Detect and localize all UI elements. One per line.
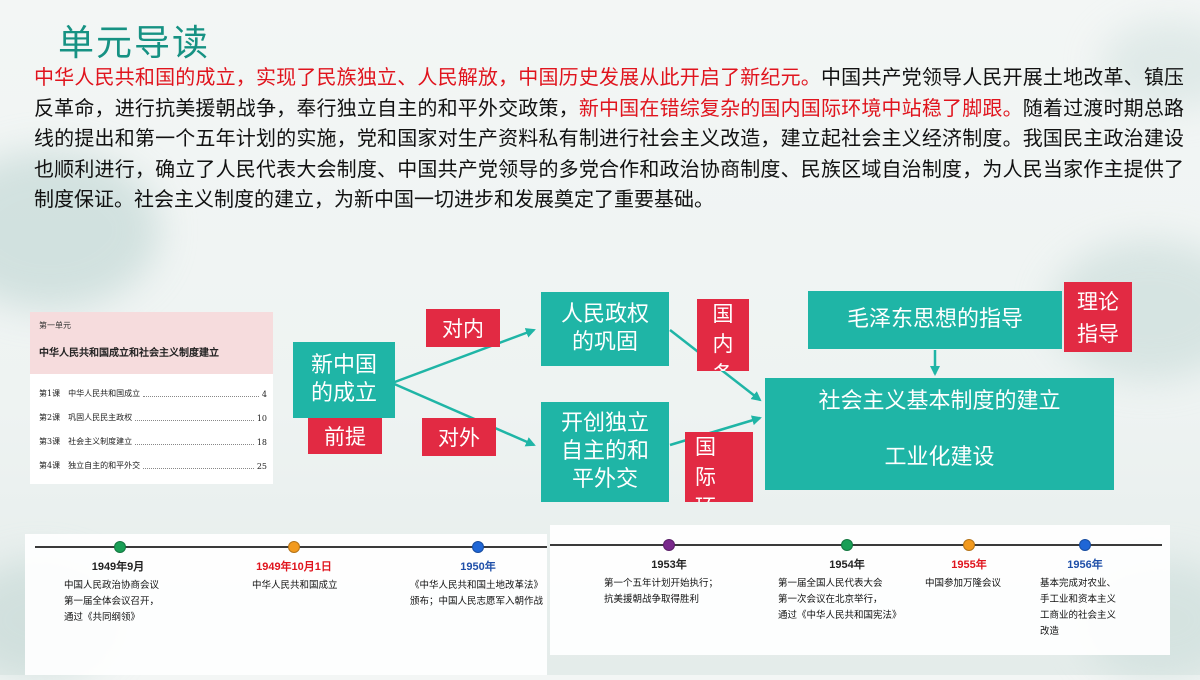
intro-segment: 随着过渡时期总路线的提出和第一个五年计划的实施，党和国家对生产资料私有制进行社会… xyxy=(34,95,1185,212)
timeline-year: 1956年 xyxy=(1067,559,1103,571)
timeline-dot xyxy=(963,539,975,551)
toc-leader-dots xyxy=(135,420,254,421)
toc-page-number: 25 xyxy=(256,462,267,471)
toc-lesson-number: 第2课 xyxy=(39,413,61,422)
timeline-description: 中国参加万隆会议 xyxy=(925,578,1002,589)
timeline-description: 第一届全国人民代表大会 第一次会议在北京举行， 通过《中华人民共和国宪法》 xyxy=(778,578,902,621)
timeline-year: 1950年 xyxy=(460,561,496,573)
table-of-contents: 第一单元 中华人民共和国成立和社会主义制度建立 第1课 中华人民共和国成立 4 … xyxy=(30,312,273,484)
intro-segment: 中华人民共和国的成立，实现了民族独立、人民解放，中国历史发展从此开启了新纪元。 xyxy=(34,65,821,89)
timeline-dot xyxy=(288,541,300,553)
toc-row[interactable]: 第1课 中华人民共和国成立 4 xyxy=(39,388,267,399)
socialist-system-box: 社会主义基本制度的建立 工业化建设 xyxy=(765,378,1114,490)
toc-leader-dots xyxy=(143,468,254,469)
industrialization-label: 工业化建设 xyxy=(884,445,995,470)
toc-lesson-name: 中华人民共和国成立 xyxy=(68,389,141,398)
international-environment-tag: 国 际 环 xyxy=(685,432,753,502)
mao-thought-box: 毛泽东思想的指导 xyxy=(808,291,1062,349)
timeline-year: 1949年9月 xyxy=(91,561,145,573)
toc-lesson-number: 第3课 xyxy=(39,437,61,446)
timeline-year: 1953年 xyxy=(651,559,687,571)
toc-header: 第一单元 中华人民共和国成立和社会主义制度建立 xyxy=(30,312,273,374)
timeline-description: 《中华人民共和国土地改革法》 颁布；中国人民志愿军入朝作战 xyxy=(410,580,544,607)
timeline-year: 1954年 xyxy=(829,559,865,571)
arrow-founding-to-regime xyxy=(391,328,536,385)
timeline-description: 第一个五年计划开始执行； 抗美援朝战争取得胜利 xyxy=(604,578,719,605)
timeline-panel-left xyxy=(25,534,547,675)
timeline-dot xyxy=(663,539,675,551)
timeline-dot xyxy=(114,541,126,553)
intro-segment: 中国共产党领导人民开展土地改革、镇压反革命，进行抗美援朝战争，奉行独立自主的和平… xyxy=(34,65,1185,120)
toc-row[interactable]: 第4课 独立自主的和平外交 25 xyxy=(39,460,267,471)
toc-unit-title: 中华人民共和国成立和社会主义制度建立 xyxy=(39,348,219,359)
toc-lesson-name: 社会主义制度建立 xyxy=(68,437,133,446)
toc-page-number: 18 xyxy=(256,438,267,447)
founding-box: 新中国 的成立 xyxy=(293,342,395,418)
intro-paragraph: 中华人民共和国的成立，实现了民族独立、人民解放，中国历史发展从此开启了新纪元。中… xyxy=(34,62,1184,215)
page-title: 单元导读 xyxy=(58,23,211,64)
intro-segment: 新中国在错综复杂的国内国际环境中站稳了脚跟。 xyxy=(578,95,1023,120)
timeline-description: 基本完成对农业、 手工业和资本主义 工商业的社会主义 改造 xyxy=(1040,578,1117,637)
peaceful-diplomacy-box: 开创独立 自主的和 平外交 xyxy=(541,402,669,502)
premise-tag: 前提 xyxy=(308,418,382,454)
toc-lesson-name: 巩固人民民主政权 xyxy=(68,413,133,422)
toc-leader-dots xyxy=(143,396,259,397)
toc-lesson-number: 第1课 xyxy=(39,389,61,398)
toc-unit-label: 第一单元 xyxy=(39,321,71,330)
timeline-description: 中国人民政治协商会议 第一届全体会议召开， 通过《共同纲领》 xyxy=(64,580,160,623)
toc-page-number: 4 xyxy=(261,390,267,399)
timeline-year: 1949年10月1日 xyxy=(256,561,332,573)
toc-page-number: 10 xyxy=(256,414,267,423)
timeline-year: 1955年 xyxy=(951,559,987,571)
arrow-founding-to-diplomacy xyxy=(391,381,536,447)
timeline-dot xyxy=(841,539,853,551)
toc-leader-dots xyxy=(135,444,254,445)
toc-row[interactable]: 第2课 巩固人民民主政权 10 xyxy=(39,412,267,423)
timeline-axis-right xyxy=(550,544,1162,546)
socialist-system-label: 社会主义基本制度的建立 xyxy=(818,389,1061,414)
regime-consolidation-box: 人民政权 的巩固 xyxy=(541,292,669,366)
timeline: 1949年9月 中国人民政治协商会议 第一届全体会议召开， 通过《共同纲领》 1… xyxy=(0,520,1200,675)
toc-row[interactable]: 第3课 社会主义制度建立 18 xyxy=(39,436,267,447)
toc-lesson-name: 独立自主的和平外交 xyxy=(68,461,141,470)
domestic-conditions-tag: 国 内 条 xyxy=(697,299,749,371)
timeline-dot xyxy=(472,541,484,553)
timeline-dot xyxy=(1079,539,1091,551)
timeline-panel-right xyxy=(550,525,1170,655)
timeline-description: 中华人民共和国成立 xyxy=(252,580,338,591)
domestic-tag: 对内 xyxy=(426,309,500,347)
theory-guidance-tag: 理论 指导 xyxy=(1064,282,1132,352)
foreign-tag: 对外 xyxy=(422,418,496,456)
toc-lesson-number: 第4课 xyxy=(39,461,61,470)
